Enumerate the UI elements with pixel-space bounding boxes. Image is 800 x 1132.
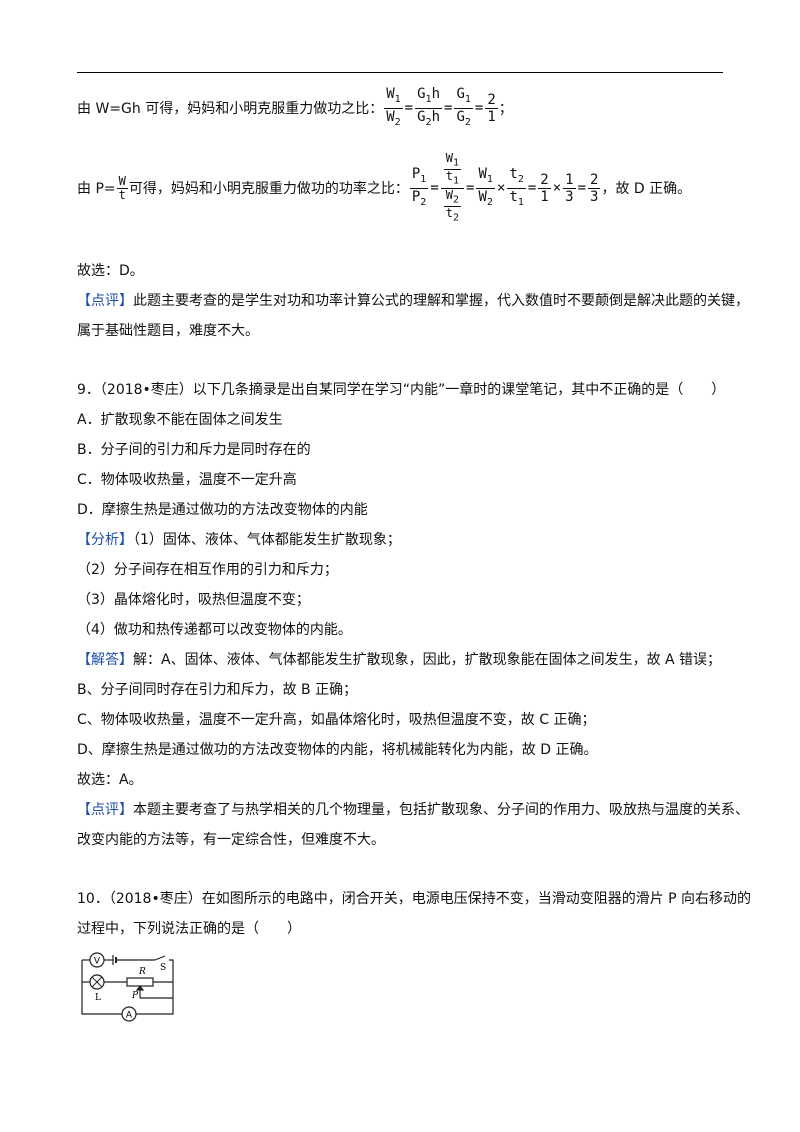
circuit-diagram: V A L R P S [81, 952, 174, 1022]
compound-fraction: W1 t1 W2 t2 [440, 152, 465, 225]
fraction-1-3: 1 3 [563, 171, 576, 205]
q9-comment-2: 改变内能的方法等，有一定综合性，但难度不大。 [77, 832, 385, 848]
q9-analysis-2: （2）分子间存在相互作用的引力和斥力； [77, 562, 338, 578]
fraction-w-t: W t [116, 173, 128, 202]
solution-comment-line2: 属于基础性题目，难度不大。 [77, 323, 259, 339]
fraction-g1h-g2h: G1h G2h [415, 86, 443, 128]
q9-option-b: B．分子间的引力和斥力是同时存在的 [77, 442, 311, 458]
svg-text:P: P [131, 991, 139, 1001]
ammeter-icon [121, 1006, 137, 1022]
q9-answer-4: D、摩擦生热是通过做功的方法改变物体的内能，将机械能转化为内能，故 D 正确。 [77, 742, 598, 758]
q9-option-d: D．摩擦生热是通过做功的方法改变物体的内能 [77, 502, 368, 518]
q9-analysis-4: （4）做功和热传递都可以改变物体的内能。 [77, 622, 352, 638]
solution-choice: 故选：D。 [77, 263, 144, 279]
voltmeter-icon [89, 952, 105, 968]
svg-text:S: S [160, 963, 166, 973]
fraction-p1-p2: P1 P2 [409, 165, 429, 208]
q9-answer-3: C、物体吸收热量，温度不一定升高，如晶体熔化时，吸热但温度不变，故 C 正确； [77, 712, 596, 728]
q9-answer-1: 【解答】解：A、固体、液体、气体都能发生扩散现象，因此，扩散现象能在固体之间发生… [77, 652, 722, 668]
power-ratio-line: 由 P= W t 可得，妈妈和小明克服重力做功的功率之比： P1 P2 = W1… [77, 151, 692, 225]
q9-stem: 9．（2018•枣庄）以下几条摘录是出自某同学在学习“内能”一章时的课堂笔记，其… [77, 382, 726, 398]
fraction-2-3: 2 3 [588, 171, 601, 205]
fraction-t2-t1: t2 t1 [507, 165, 526, 208]
header-rule [77, 72, 723, 73]
q9-answer-2: B、分子间同时存在引力和斥力，故 B 正确； [77, 682, 358, 698]
q9-option-c: C．物体吸收热量，温度不一定升高 [77, 472, 297, 488]
work-ratio-text: 由 W=Gh 可得，妈妈和小明克服重力做功之比： [77, 101, 384, 118]
fraction-2-1: 2 1 [485, 91, 498, 125]
svg-text:L: L [95, 993, 101, 1003]
q9-choice: 故选：A。 [77, 772, 143, 788]
q9-comment-1: 【点评】本题主要考查了与热学相关的几个物理量，包括扩散现象、分子间的作用力、吸放… [77, 802, 749, 818]
solution-comment-line1: 【点评】此题主要考查的是学生对功和功率计算公式的理解和掌握，代入数值时不要颠倒是… [77, 293, 749, 309]
fraction-w1-w2: W1 W2 [384, 86, 403, 128]
q9-option-a: A．扩散现象不能在固体之间发生 [77, 412, 283, 428]
fraction-g1-g2: G1 G2 [454, 86, 473, 128]
work-ratio-line: 由 W=Gh 可得，妈妈和小明克服重力做功之比： W1 W2 = G1h G2h… [77, 86, 513, 131]
fraction-2-1-b: 2 1 [538, 171, 551, 205]
svg-text:R: R [138, 967, 146, 977]
fraction-w1-w2-b: W1 W2 [476, 165, 495, 208]
svg-text:V: V [94, 957, 101, 967]
q10-stem-line2: 过程中，下列说法正确的是（ ） [77, 921, 301, 937]
q9-analysis-3: （3）晶体熔化时，吸热但温度不变； [77, 592, 310, 608]
svg-text:A: A [126, 1011, 133, 1021]
q10-stem-line1: 10．（2018•枣庄）在如图所示的电路中，闭合开关，电源电压保持不变，当滑动变… [77, 891, 752, 907]
q9-analysis-1: 【分析】（1）固体、液体、气体都能发生扩散现象； [77, 532, 401, 548]
